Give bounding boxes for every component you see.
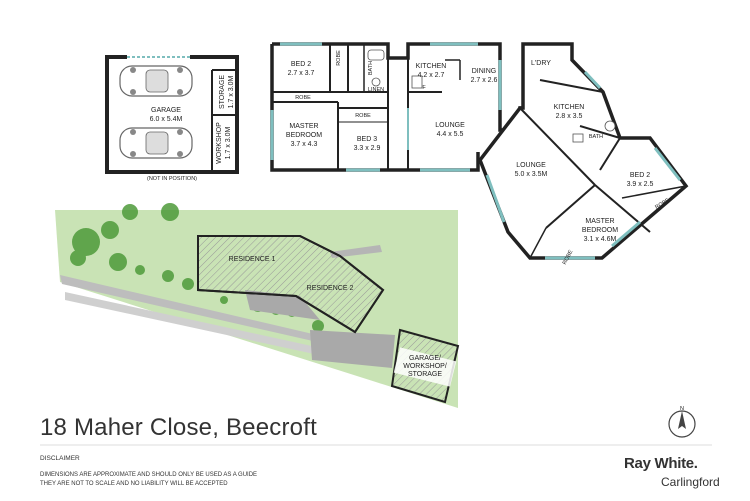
site-plan: RESIDENCE 1 RESIDENCE 2 GARAGE/ WORKSHOP… <box>55 203 460 408</box>
r2-master-label: MASTER <box>585 218 614 225</box>
r2-master-dims: 3.1 x 4.6M <box>584 236 617 243</box>
r1-bath-label: BATH <box>368 61 374 75</box>
r2-bed2-dims: 3.9 x 2.5 <box>627 181 654 188</box>
r2-bed2-label: BED 2 <box>630 172 650 179</box>
r2-master-label2: BEDROOM <box>582 227 618 234</box>
r2-kitchen-label: KITCHEN <box>554 104 585 111</box>
residence2-plan: L'DRY KITCHEN 2.8 x 3.5 BATH LOUNGE 5.0 … <box>478 42 689 266</box>
r1-robe-c-label: ROBE <box>355 113 371 119</box>
garage-label: GARAGE <box>151 107 181 114</box>
r1-kitchen-dims: 4.2 x 2.7 <box>418 72 445 79</box>
r1-bed2-dims: 2.7 x 3.7 <box>288 70 315 77</box>
r2-lounge-dims: 5.0 x 3.5M <box>515 171 548 178</box>
r1-dining-dims: 2.7 x 2.6 <box>471 77 498 84</box>
r2-ldry-label: L'DRY <box>531 60 551 67</box>
r1-kitchen-label: KITCHEN <box>416 63 447 70</box>
r1-master-label: MASTER <box>289 123 318 130</box>
car-icon <box>119 65 193 97</box>
disclaimer-title: DISCLAIMER <box>40 455 80 462</box>
compass-label: N <box>680 406 684 412</box>
outbuilding-label-3: STORAGE <box>408 371 442 378</box>
storage-label: STORAGE <box>219 75 226 109</box>
not-in-position-note: (NOT IN POSITION) <box>147 176 197 182</box>
r2-kitchen-dims: 2.8 x 3.5 <box>556 113 583 120</box>
disclaimer-line-2: THEY ARE NOT TO SCALE AND NO LIABILITY W… <box>40 481 228 487</box>
driveway <box>60 275 335 346</box>
garage-dims: 6.0 x 5.4M <box>150 116 183 123</box>
r1-bed2-label: BED 2 <box>291 61 311 68</box>
r2-lounge-label: LOUNGE <box>516 162 546 169</box>
property-address: 18 Maher Close, Beecroft <box>40 414 317 441</box>
r1-lounge-label: LOUNGE <box>435 122 465 129</box>
r1-fridge-label: F <box>422 85 426 91</box>
r1-robe-a-label: ROBE <box>336 50 342 66</box>
r1-master-dims: 3.7 x 4.3 <box>291 141 318 148</box>
paving <box>310 330 395 368</box>
garage-plan: GARAGE 6.0 x 5.4M STORAGE 1.7 x 3.0M WOR… <box>105 54 239 182</box>
agency-office: Carlingford <box>661 475 720 489</box>
r1-robe-b-label: ROBE <box>295 95 311 101</box>
workshop-label: WORKSHOP <box>216 122 223 164</box>
r1-linen-label: LINEN <box>368 87 384 93</box>
disclaimer-line-1: DIMENSIONS ARE APPROXIMATE AND SHOULD ON… <box>40 472 258 478</box>
r1-lounge-dims: 4.4 x 5.5 <box>437 131 464 138</box>
outbuilding-label-1: GARAGE/ <box>409 355 441 362</box>
r1-bed3-dims: 3.3 x 2.9 <box>354 145 381 152</box>
north-compass-icon: N <box>668 406 696 438</box>
outbuilding-label-2: WORKSHOP/ <box>403 363 447 370</box>
residence2-label: RESIDENCE 2 <box>307 285 354 292</box>
r2-bath-label: BATH <box>589 134 603 140</box>
agency-logo: Ray White. <box>624 455 698 472</box>
r1-bed3-label: BED 3 <box>357 136 377 143</box>
workshop-dims: 1.7 x 3.0M <box>225 126 232 159</box>
car-icon <box>119 127 193 159</box>
r1-dining-label: DINING <box>472 68 497 75</box>
storage-dims: 1.7 x 3.0M <box>228 75 235 108</box>
residence1-label: RESIDENCE 1 <box>229 256 276 263</box>
r1-master-label2: BEDROOM <box>286 132 322 139</box>
